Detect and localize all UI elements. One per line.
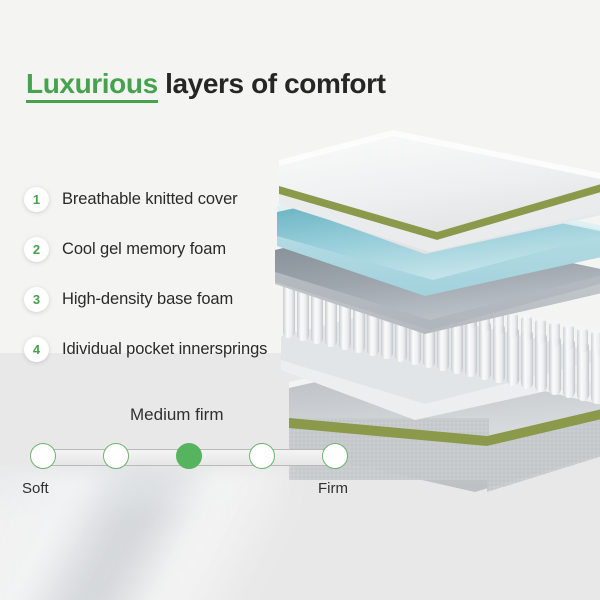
- feature-label: Breathable knitted cover: [62, 189, 238, 208]
- page-title-accent: Luxurious: [26, 68, 158, 103]
- firmness-step-4[interactable]: [249, 443, 275, 469]
- feature-label: Cool gel memory foam: [62, 239, 226, 258]
- page-title-rest: layers of comfort: [157, 68, 386, 99]
- feature-label: Idividual pocket innersprings: [62, 339, 268, 358]
- firmness-step-5[interactable]: [322, 443, 348, 469]
- page-title: Luxurious layers of comfort: [26, 68, 386, 103]
- firmness-max-label: Firm: [318, 480, 348, 497]
- feature-number-badge: 2: [24, 236, 49, 262]
- feature-list: 1 Breathable knitted cover 2 Cool gel me…: [24, 180, 324, 380]
- firmness-step-1[interactable]: [30, 443, 56, 469]
- feature-number-badge: 4: [24, 336, 49, 362]
- list-item: 1 Breathable knitted cover: [24, 180, 324, 218]
- firmness-slider[interactable]: [30, 443, 348, 471]
- feature-number-badge: 1: [24, 186, 49, 212]
- feature-number-badge: 3: [24, 286, 49, 312]
- firmness-title: Medium firm: [130, 405, 224, 424]
- firmness-step-2[interactable]: [103, 443, 129, 469]
- firmness-step-3-selected[interactable]: [176, 443, 202, 469]
- firmness-min-label: Soft: [22, 480, 49, 497]
- list-item: 4 Idividual pocket innersprings: [24, 330, 324, 368]
- feature-label: High-density base foam: [62, 289, 234, 308]
- list-item: 2 Cool gel memory foam: [24, 230, 324, 268]
- list-item: 3 High-density base foam: [24, 280, 324, 318]
- background-bottom-panel: [0, 353, 600, 600]
